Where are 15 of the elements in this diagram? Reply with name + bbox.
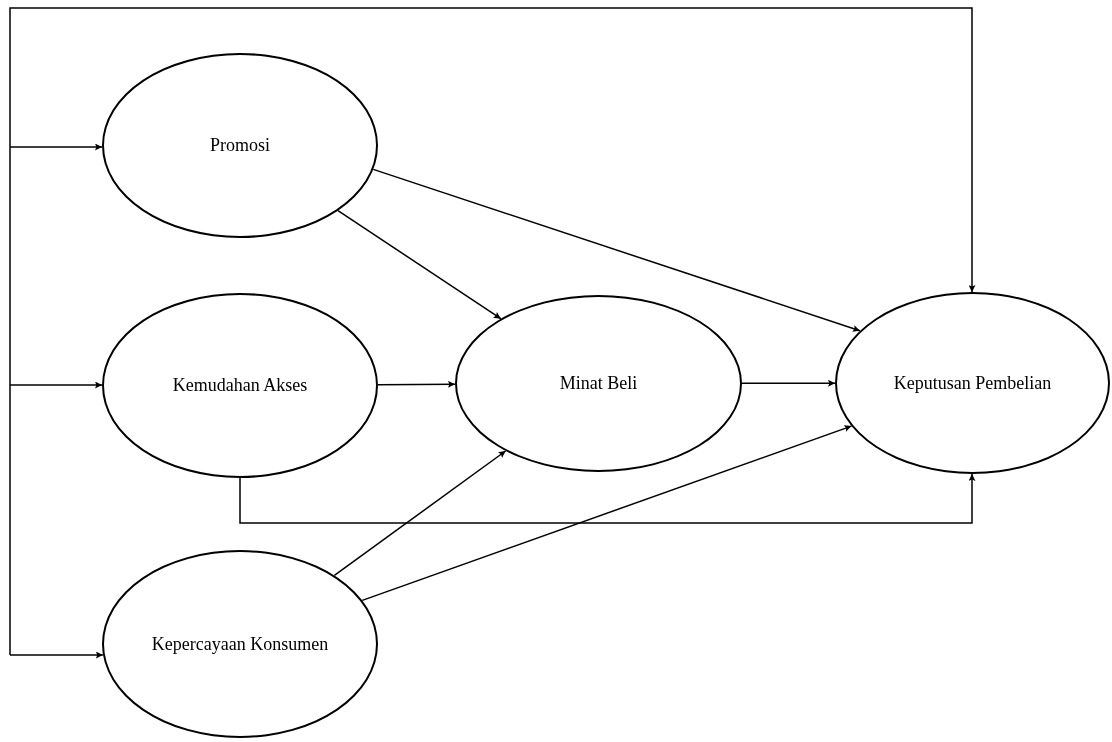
- arrow: [9, 143, 103, 151]
- arrow: [9, 381, 103, 389]
- arrow: [239, 473, 976, 524]
- node-label: Minat Beli: [559, 372, 638, 396]
- arrow: [361, 425, 853, 602]
- arrow: [9, 7, 976, 656]
- node-label: Keputusan Pembelian: [893, 371, 1052, 395]
- arrow: [333, 450, 507, 577]
- arrow: [9, 651, 104, 659]
- node-label: Promosi: [210, 134, 270, 158]
- arrow: [741, 379, 836, 387]
- node-label: Kemudahan Akses: [172, 374, 308, 398]
- arrow: [377, 380, 456, 388]
- node-label: Kepercayaan Konsumen: [151, 632, 329, 656]
- arrow: [337, 209, 502, 320]
